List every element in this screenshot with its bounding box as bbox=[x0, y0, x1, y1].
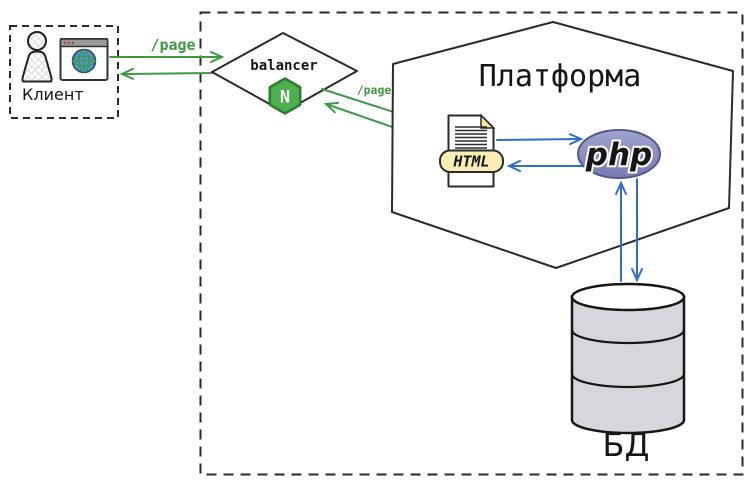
nginx-letter: N bbox=[280, 88, 290, 108]
page-fold bbox=[480, 113, 496, 129]
client-label: Клиент bbox=[22, 85, 84, 104]
nginx-icon: N bbox=[268, 77, 302, 115]
system-boundary bbox=[199, 11, 744, 476]
person-icon bbox=[21, 31, 53, 83]
cylinder-divider bbox=[570, 329, 686, 345]
document-text-lines bbox=[455, 126, 487, 149]
balancer-node: balancer N bbox=[211, 32, 358, 115]
arrow-html-to-php bbox=[496, 133, 584, 146]
request-label-balancer-app: /page bbox=[357, 83, 392, 97]
database-cylinder-icon: БД bbox=[570, 282, 686, 464]
database-label: БД bbox=[603, 426, 650, 464]
php-logo: php bbox=[577, 129, 661, 179]
client-box: Клиент bbox=[9, 25, 119, 119]
browser-dot bbox=[67, 41, 70, 44]
html-document-icon: HTML bbox=[439, 113, 504, 188]
html-badge-label: HTML bbox=[452, 153, 489, 171]
platform-title: Платформа bbox=[479, 59, 642, 94]
html-badge bbox=[439, 149, 504, 173]
browser-dot bbox=[63, 41, 66, 44]
browser-dot bbox=[71, 41, 74, 44]
platform-node: Платформа bbox=[391, 21, 734, 269]
globe-icon bbox=[71, 48, 97, 74]
platform-hexagon bbox=[391, 21, 734, 269]
request-label-client-balancer: /page bbox=[150, 36, 195, 54]
php-label: php bbox=[585, 137, 652, 173]
browser-icon bbox=[59, 38, 109, 81]
balancer-label: balancer bbox=[250, 58, 317, 74]
cylinder-divider bbox=[570, 373, 686, 389]
arrow-balancer-to-client bbox=[119, 67, 213, 80]
